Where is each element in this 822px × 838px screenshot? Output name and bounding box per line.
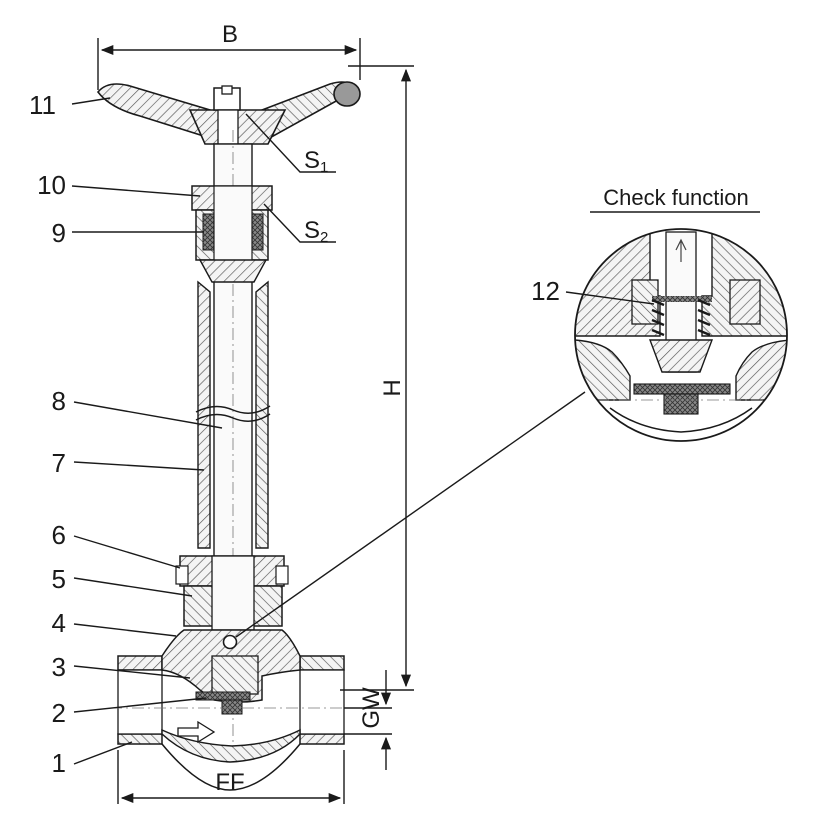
valve-body	[110, 629, 360, 791]
packing-gland	[191, 185, 273, 283]
part-label-7: 7	[52, 448, 66, 478]
bonnet-flange	[175, 555, 289, 631]
part-label-11: 11	[29, 90, 56, 120]
s2-sub: 2	[320, 229, 328, 246]
leader-lines	[71, 97, 760, 765]
dim-label-h: H	[379, 379, 406, 396]
part-label-2: 2	[52, 698, 66, 728]
part-numbers: 11 10 9 8 7 6 5 4 3 2 1 12	[29, 90, 560, 778]
part-label-6: 6	[52, 520, 66, 550]
dimension-labels: B FF H GW S1 S2	[215, 21, 406, 796]
dim-label-ff: FF	[215, 769, 244, 796]
part-label-8: 8	[52, 386, 66, 416]
part-label-10: 10	[37, 170, 66, 200]
detail-marker	[222, 634, 238, 650]
dim-label-b: B	[222, 21, 238, 48]
part-label-4: 4	[52, 608, 66, 638]
part-label-1: 1	[52, 748, 66, 778]
s2-main: S	[304, 217, 320, 244]
handwheel	[96, 81, 361, 145]
check-function-detail	[574, 228, 788, 442]
dimension-lines	[97, 38, 414, 804]
dim-label-gw: GW	[358, 687, 385, 729]
detail-title: Check function	[603, 185, 749, 210]
dim-label-s1: S1	[304, 147, 328, 176]
detail-leader-line	[235, 391, 586, 638]
dim-label-s2: S2	[304, 217, 328, 246]
part-label-3: 3	[52, 652, 66, 682]
part-label-9: 9	[52, 218, 66, 248]
part-label-5: 5	[52, 564, 66, 594]
s1-sub: 1	[320, 159, 328, 176]
part-label-12: 12	[531, 276, 560, 306]
s1-main: S	[304, 147, 320, 174]
